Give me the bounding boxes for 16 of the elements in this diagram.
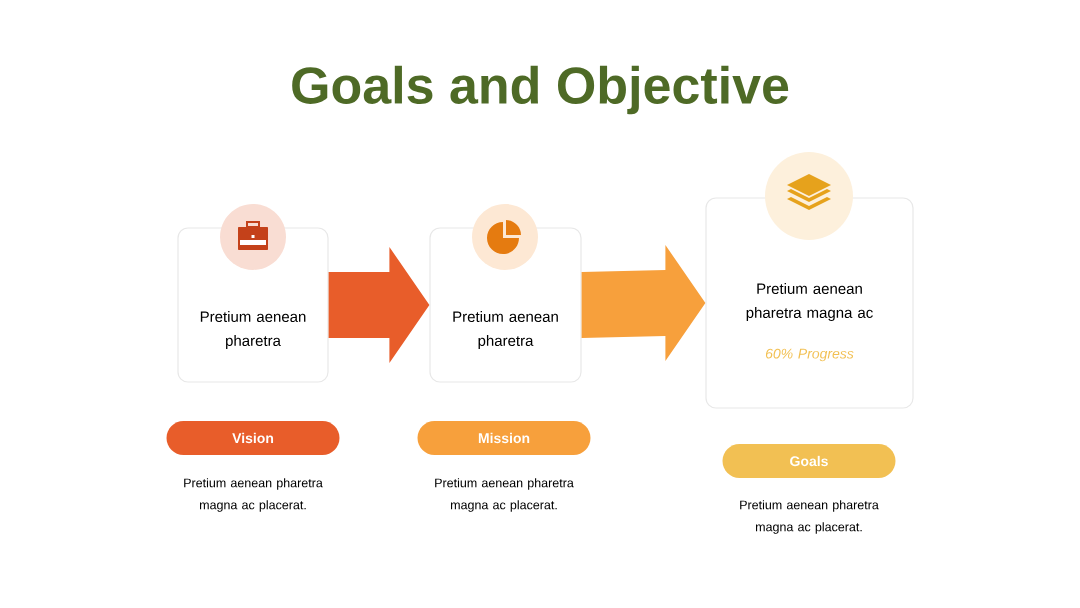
description: Pretium aenean pharetra magna ac placerat. bbox=[184, 478, 323, 512]
description: Pretium aenean pharetra magna ac placerat. bbox=[435, 478, 574, 512]
label-pill: Vision bbox=[166, 421, 340, 455]
label-pill: Mission bbox=[417, 421, 591, 455]
card-text: Pretium aenean pharetra bbox=[200, 311, 306, 349]
card bbox=[705, 197, 914, 409]
progress-text: 60% Progress bbox=[765, 348, 854, 362]
block-arrow bbox=[328, 247, 430, 363]
label-pill: Goals bbox=[722, 444, 896, 478]
description: Pretium aenean pharetra magna ac placerat. bbox=[740, 500, 879, 534]
card-text: Pretium aenean pharetra bbox=[453, 311, 558, 349]
card-text: Pretium aenean pharetra magna ac bbox=[746, 283, 873, 321]
block-arrow bbox=[581, 245, 706, 361]
card bbox=[177, 227, 329, 383]
title: Goals and Objective bbox=[292, 65, 789, 115]
card bbox=[429, 227, 582, 383]
